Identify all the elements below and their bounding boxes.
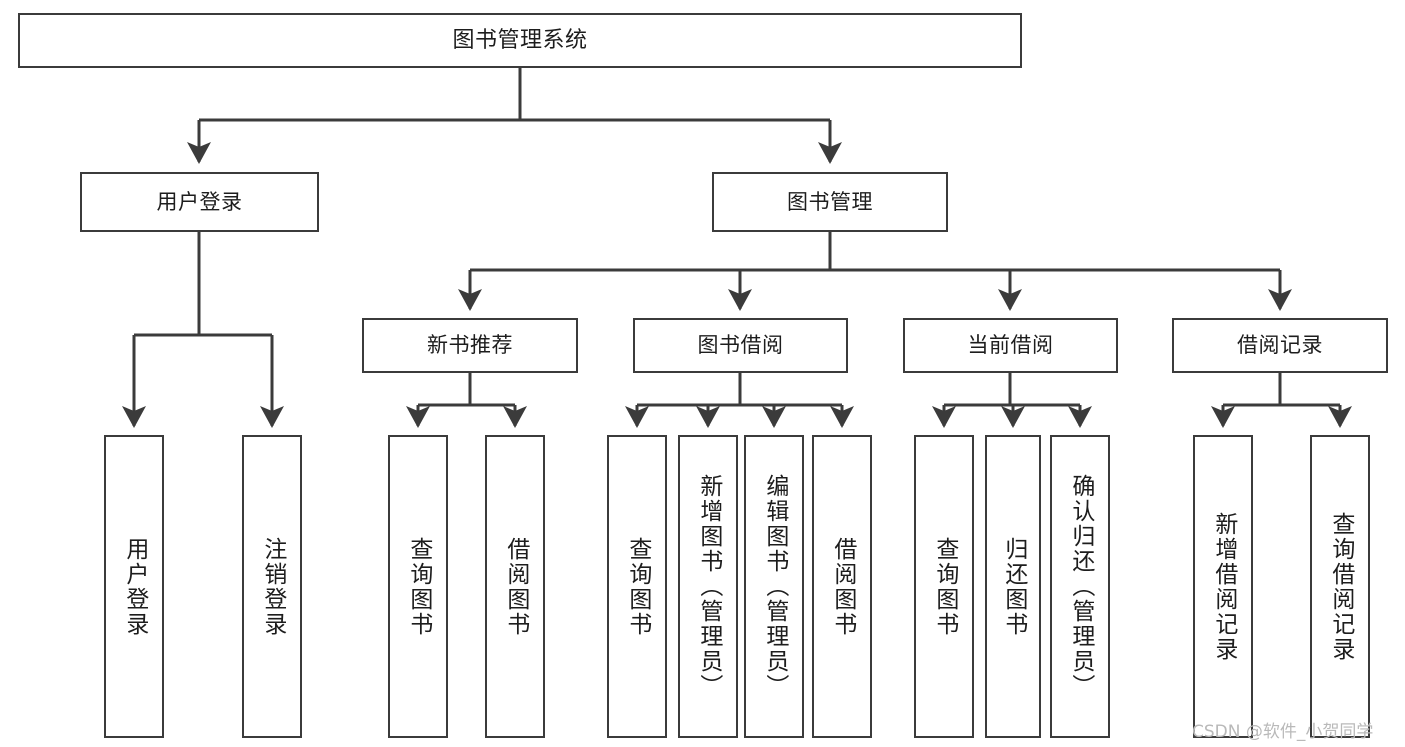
- node-user-login-label: 用户登录: [156, 189, 243, 214]
- leaf-query-borrow-record-label: 查询借阅记录: [1327, 511, 1354, 662]
- leaf-user-login-label: 用户登录: [121, 536, 148, 637]
- leaf-add-borrow-record-label: 新增借阅记录: [1210, 511, 1237, 662]
- leaf-query-book-borrow-label: 查询图书: [624, 536, 651, 637]
- leaf-add-book-admin[interactable]: 新增图书（管理员）: [678, 435, 738, 738]
- leaf-edit-book-admin[interactable]: 编辑图书（管理员）: [744, 435, 804, 738]
- leaf-query-book-current-label: 查询图书: [931, 536, 958, 637]
- node-root[interactable]: 图书管理系统: [18, 13, 1022, 68]
- node-borrow-record-label: 借阅记录: [1237, 333, 1323, 358]
- leaf-borrow-book-recommend-label: 借阅图书: [502, 536, 529, 637]
- leaf-confirm-return-admin-label: 确认归还（管理员）: [1067, 474, 1094, 699]
- leaf-borrow-book-recommend[interactable]: 借阅图书: [485, 435, 545, 738]
- leaf-borrow-book-label: 借阅图书: [829, 536, 856, 637]
- node-new-book-recommend-label: 新书推荐: [427, 333, 513, 358]
- node-root-label: 图书管理系统: [452, 27, 588, 53]
- leaf-return-book-label: 归还图书: [1000, 536, 1027, 637]
- leaf-logout-label: 注销登录: [259, 536, 286, 637]
- leaf-query-book-current[interactable]: 查询图书: [914, 435, 974, 738]
- leaf-query-borrow-record[interactable]: 查询借阅记录: [1310, 435, 1370, 738]
- csdn-watermark: CSDN @软件_小贺同学: [1192, 722, 1374, 742]
- node-book-borrow[interactable]: 图书借阅: [633, 318, 848, 373]
- leaf-user-login[interactable]: 用户登录: [104, 435, 164, 738]
- node-book-borrow-label: 图书借阅: [697, 333, 784, 358]
- leaf-confirm-return-admin[interactable]: 确认归还（管理员）: [1050, 435, 1110, 738]
- leaf-query-book-recommend[interactable]: 查询图书: [388, 435, 448, 738]
- node-current-borrow[interactable]: 当前借阅: [903, 318, 1118, 373]
- node-new-book-recommend[interactable]: 新书推荐: [362, 318, 578, 373]
- leaf-logout[interactable]: 注销登录: [242, 435, 302, 738]
- leaf-query-book-borrow[interactable]: 查询图书: [607, 435, 667, 738]
- leaf-return-book[interactable]: 归还图书: [985, 435, 1041, 738]
- leaf-edit-book-admin-label: 编辑图书（管理员）: [761, 474, 788, 699]
- node-borrow-record[interactable]: 借阅记录: [1172, 318, 1388, 373]
- node-book-management[interactable]: 图书管理: [712, 172, 948, 232]
- leaf-query-book-recommend-label: 查询图书: [405, 536, 432, 637]
- node-user-login[interactable]: 用户登录: [80, 172, 319, 232]
- leaf-borrow-book[interactable]: 借阅图书: [812, 435, 872, 738]
- leaf-add-borrow-record[interactable]: 新增借阅记录: [1193, 435, 1253, 738]
- leaf-add-book-admin-label: 新增图书（管理员）: [695, 474, 722, 699]
- node-book-management-label: 图书管理: [787, 189, 873, 214]
- node-current-borrow-label: 当前借阅: [967, 333, 1054, 358]
